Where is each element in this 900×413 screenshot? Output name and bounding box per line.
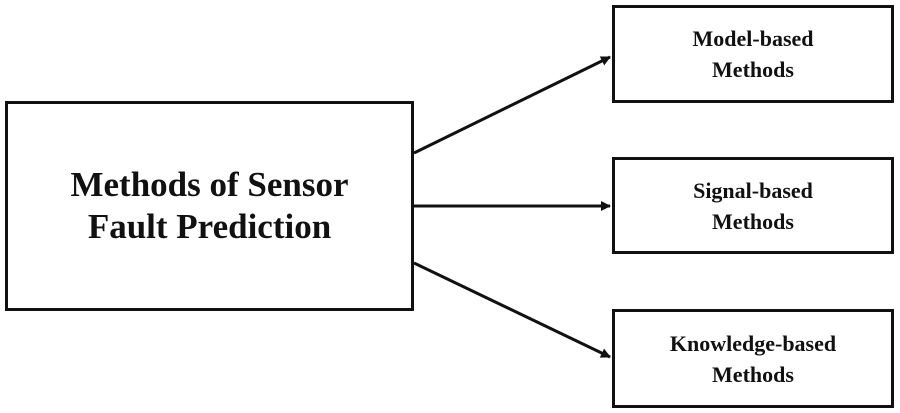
arrow-to-knowledge-based	[413, 261, 611, 359]
root-label-line-1: Methods of Sensor	[70, 165, 349, 204]
knowledge-based-label-line-2: Methods	[712, 361, 794, 387]
model-based-label-line-2: Methods	[712, 57, 794, 82]
signal-based-label: Signal-based Methods	[693, 175, 813, 237]
root-label-line-2: Fault Prediction	[87, 207, 332, 246]
node-signal-based-methods: Signal-based Methods	[612, 157, 894, 254]
model-based-label-line-1: Model-based	[692, 26, 814, 51]
root-node-label: Methods of Sensor Fault Prediction	[70, 164, 348, 248]
knowledge-based-label: Knowledge-based Methods	[670, 328, 836, 390]
signal-based-label-line-2: Methods	[712, 208, 794, 234]
signal-based-label-line-1: Signal-based	[693, 177, 813, 203]
arrow-to-model-based	[413, 55, 611, 155]
node-knowledge-based-methods: Knowledge-based Methods	[612, 309, 894, 408]
model-based-label: Model-based Methods	[693, 23, 814, 85]
root-node-methods-of-sensor-fault-prediction: Methods of Sensor Fault Prediction	[5, 101, 414, 311]
node-model-based-methods: Model-based Methods	[612, 5, 894, 103]
knowledge-based-label-line-1: Knowledge-based	[669, 330, 837, 356]
